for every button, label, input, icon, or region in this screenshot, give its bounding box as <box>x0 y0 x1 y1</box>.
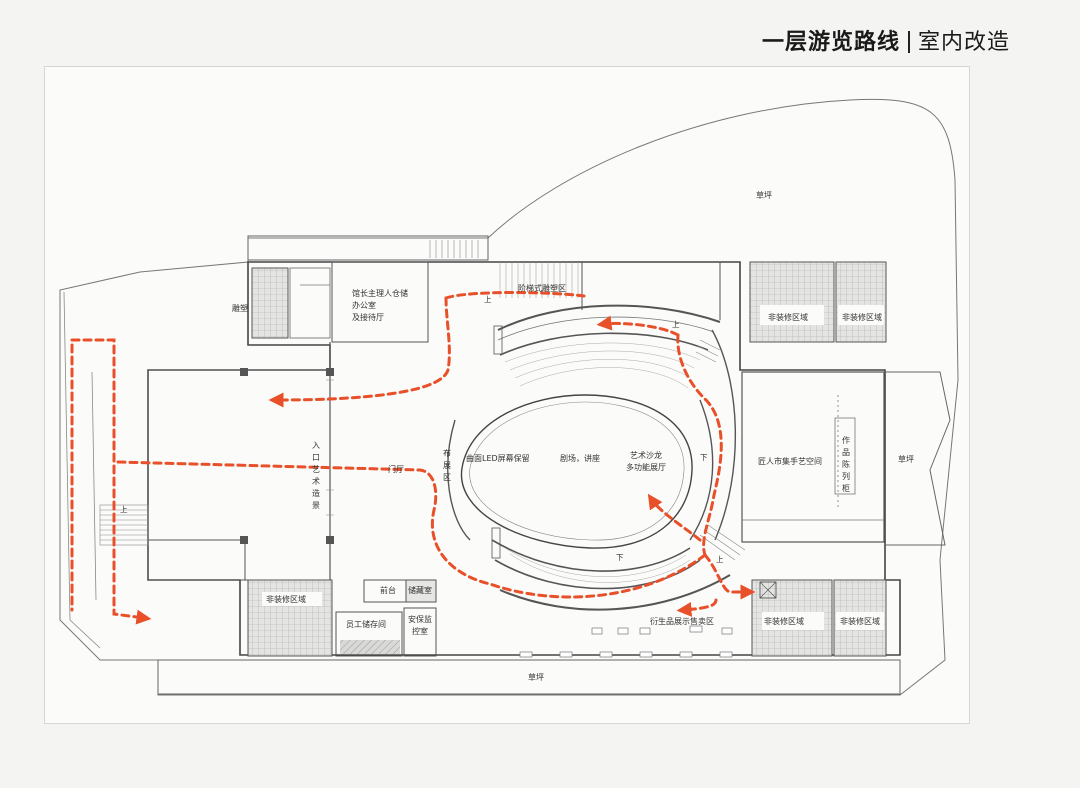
label-non-reno-5: 非装修区域 <box>840 616 880 626</box>
label-stair-seating: 阶梯式雕塑区 <box>518 283 566 293</box>
label-entrance-6: 景 <box>312 501 320 510</box>
theatre-ellipse <box>460 394 693 549</box>
label-lawn-right: 草坪 <box>898 454 914 464</box>
office-room <box>331 261 429 343</box>
label-exhibit-1: 布 <box>443 448 451 458</box>
sculpture-block <box>251 267 289 339</box>
lawn-left-inner <box>91 371 97 601</box>
label-entrance-5: 造 <box>312 488 320 498</box>
label-entrance-4: 术 <box>312 476 320 486</box>
top-stair-lines <box>429 240 479 258</box>
label-salon-1: 艺术沙龙 <box>630 450 662 460</box>
non-reno-top-right <box>835 261 887 343</box>
label-works-1: 作 <box>842 435 850 445</box>
label-entrance-3: 艺 <box>312 465 320 474</box>
label-entrance-2: 口 <box>312 453 320 462</box>
left-hall <box>147 369 331 581</box>
label-down-1: 下 <box>700 453 708 462</box>
theatre-outer-arc-top <box>497 304 721 331</box>
label-office-3: 及接待厅 <box>352 312 384 322</box>
non-reno-top-left <box>749 261 835 343</box>
merch-display-blocks <box>519 625 733 658</box>
label-up-1: 上 <box>484 295 492 304</box>
route-right-exit <box>703 553 756 600</box>
label-storage: 储藏室 <box>408 585 432 595</box>
label-up-3: 上 <box>716 555 724 564</box>
craftsman-room <box>741 371 885 543</box>
label-non-reno-2: 非装修区域 <box>842 312 882 322</box>
security-room <box>403 607 437 657</box>
label-theatre: 剧场，讲座 <box>560 453 600 463</box>
route-left-loop <box>70 338 152 625</box>
label-entrance-1: 入 <box>312 441 320 450</box>
route-main-horizontal <box>116 460 707 599</box>
label-office-1: 馆长主理人仓储 <box>352 288 408 298</box>
label-merch: 衍生品展示售卖区 <box>650 616 714 626</box>
non-reno-bottom-left-wing <box>247 579 333 657</box>
route-to-left-hall <box>444 291 586 300</box>
page-title: 一层游览路线室内改造 <box>762 24 1010 56</box>
tour-route <box>70 291 756 625</box>
label-exhibit-2: 展 <box>443 461 451 470</box>
title-separator <box>907 31 910 53</box>
title-sub: 室内改造 <box>917 30 1010 55</box>
label-security-1: 安保监 <box>408 614 432 624</box>
label-salon-2: 多功能展厅 <box>626 462 666 472</box>
left-entrance-stairs <box>99 504 149 546</box>
label-craftsman: 匠人市集手艺空间 <box>758 456 822 466</box>
label-staff-storage: 员工储存间 <box>346 619 386 629</box>
label-down-2: 下 <box>616 553 624 562</box>
label-lawn-top: 草坪 <box>756 190 772 200</box>
label-non-reno-1: 非装修区域 <box>768 312 808 322</box>
label-reception: 前台 <box>380 585 396 595</box>
top-entry-band <box>247 235 489 261</box>
label-sculpture: 雕塑 <box>232 303 248 313</box>
label-up-2: 上 <box>672 320 680 329</box>
title-main: 一层游览路线 <box>761 30 900 55</box>
lawn-boundary <box>59 98 959 696</box>
label-non-reno-4: 非装修区域 <box>764 616 804 626</box>
label-office-2: 办公室 <box>352 300 376 310</box>
route-right-upper <box>676 333 723 557</box>
route-merch <box>676 598 718 617</box>
theatre-outer-arc-bottom <box>491 539 691 572</box>
label-works-4: 列 <box>842 471 850 481</box>
right-stairs <box>695 339 746 561</box>
label-up-4: 上 <box>120 505 128 514</box>
staff-storage <box>335 611 403 657</box>
label-works-2: 品 <box>842 448 850 457</box>
route-salon-up <box>647 493 702 542</box>
label-lawn-bottom: 草坪 <box>528 672 544 682</box>
route-down-center <box>268 296 451 408</box>
label-exhibit-3: 区 <box>443 473 451 482</box>
label-works-5: 柜 <box>842 483 850 493</box>
label-door-hall: 门厅 <box>388 464 404 474</box>
label-non-reno-3: 非装修区域 <box>266 594 306 604</box>
route-top-arc <box>596 315 680 337</box>
building-outline <box>147 261 901 656</box>
label-led-screen: 曲面LED屏幕保留 <box>466 453 530 463</box>
lawn-left-wall <box>63 291 101 649</box>
theatre-seat-rows <box>504 342 701 389</box>
label-works-3: 陈 <box>842 459 850 469</box>
label-security-2: 控室 <box>412 626 428 636</box>
bottom-lawn-strip <box>157 659 901 695</box>
